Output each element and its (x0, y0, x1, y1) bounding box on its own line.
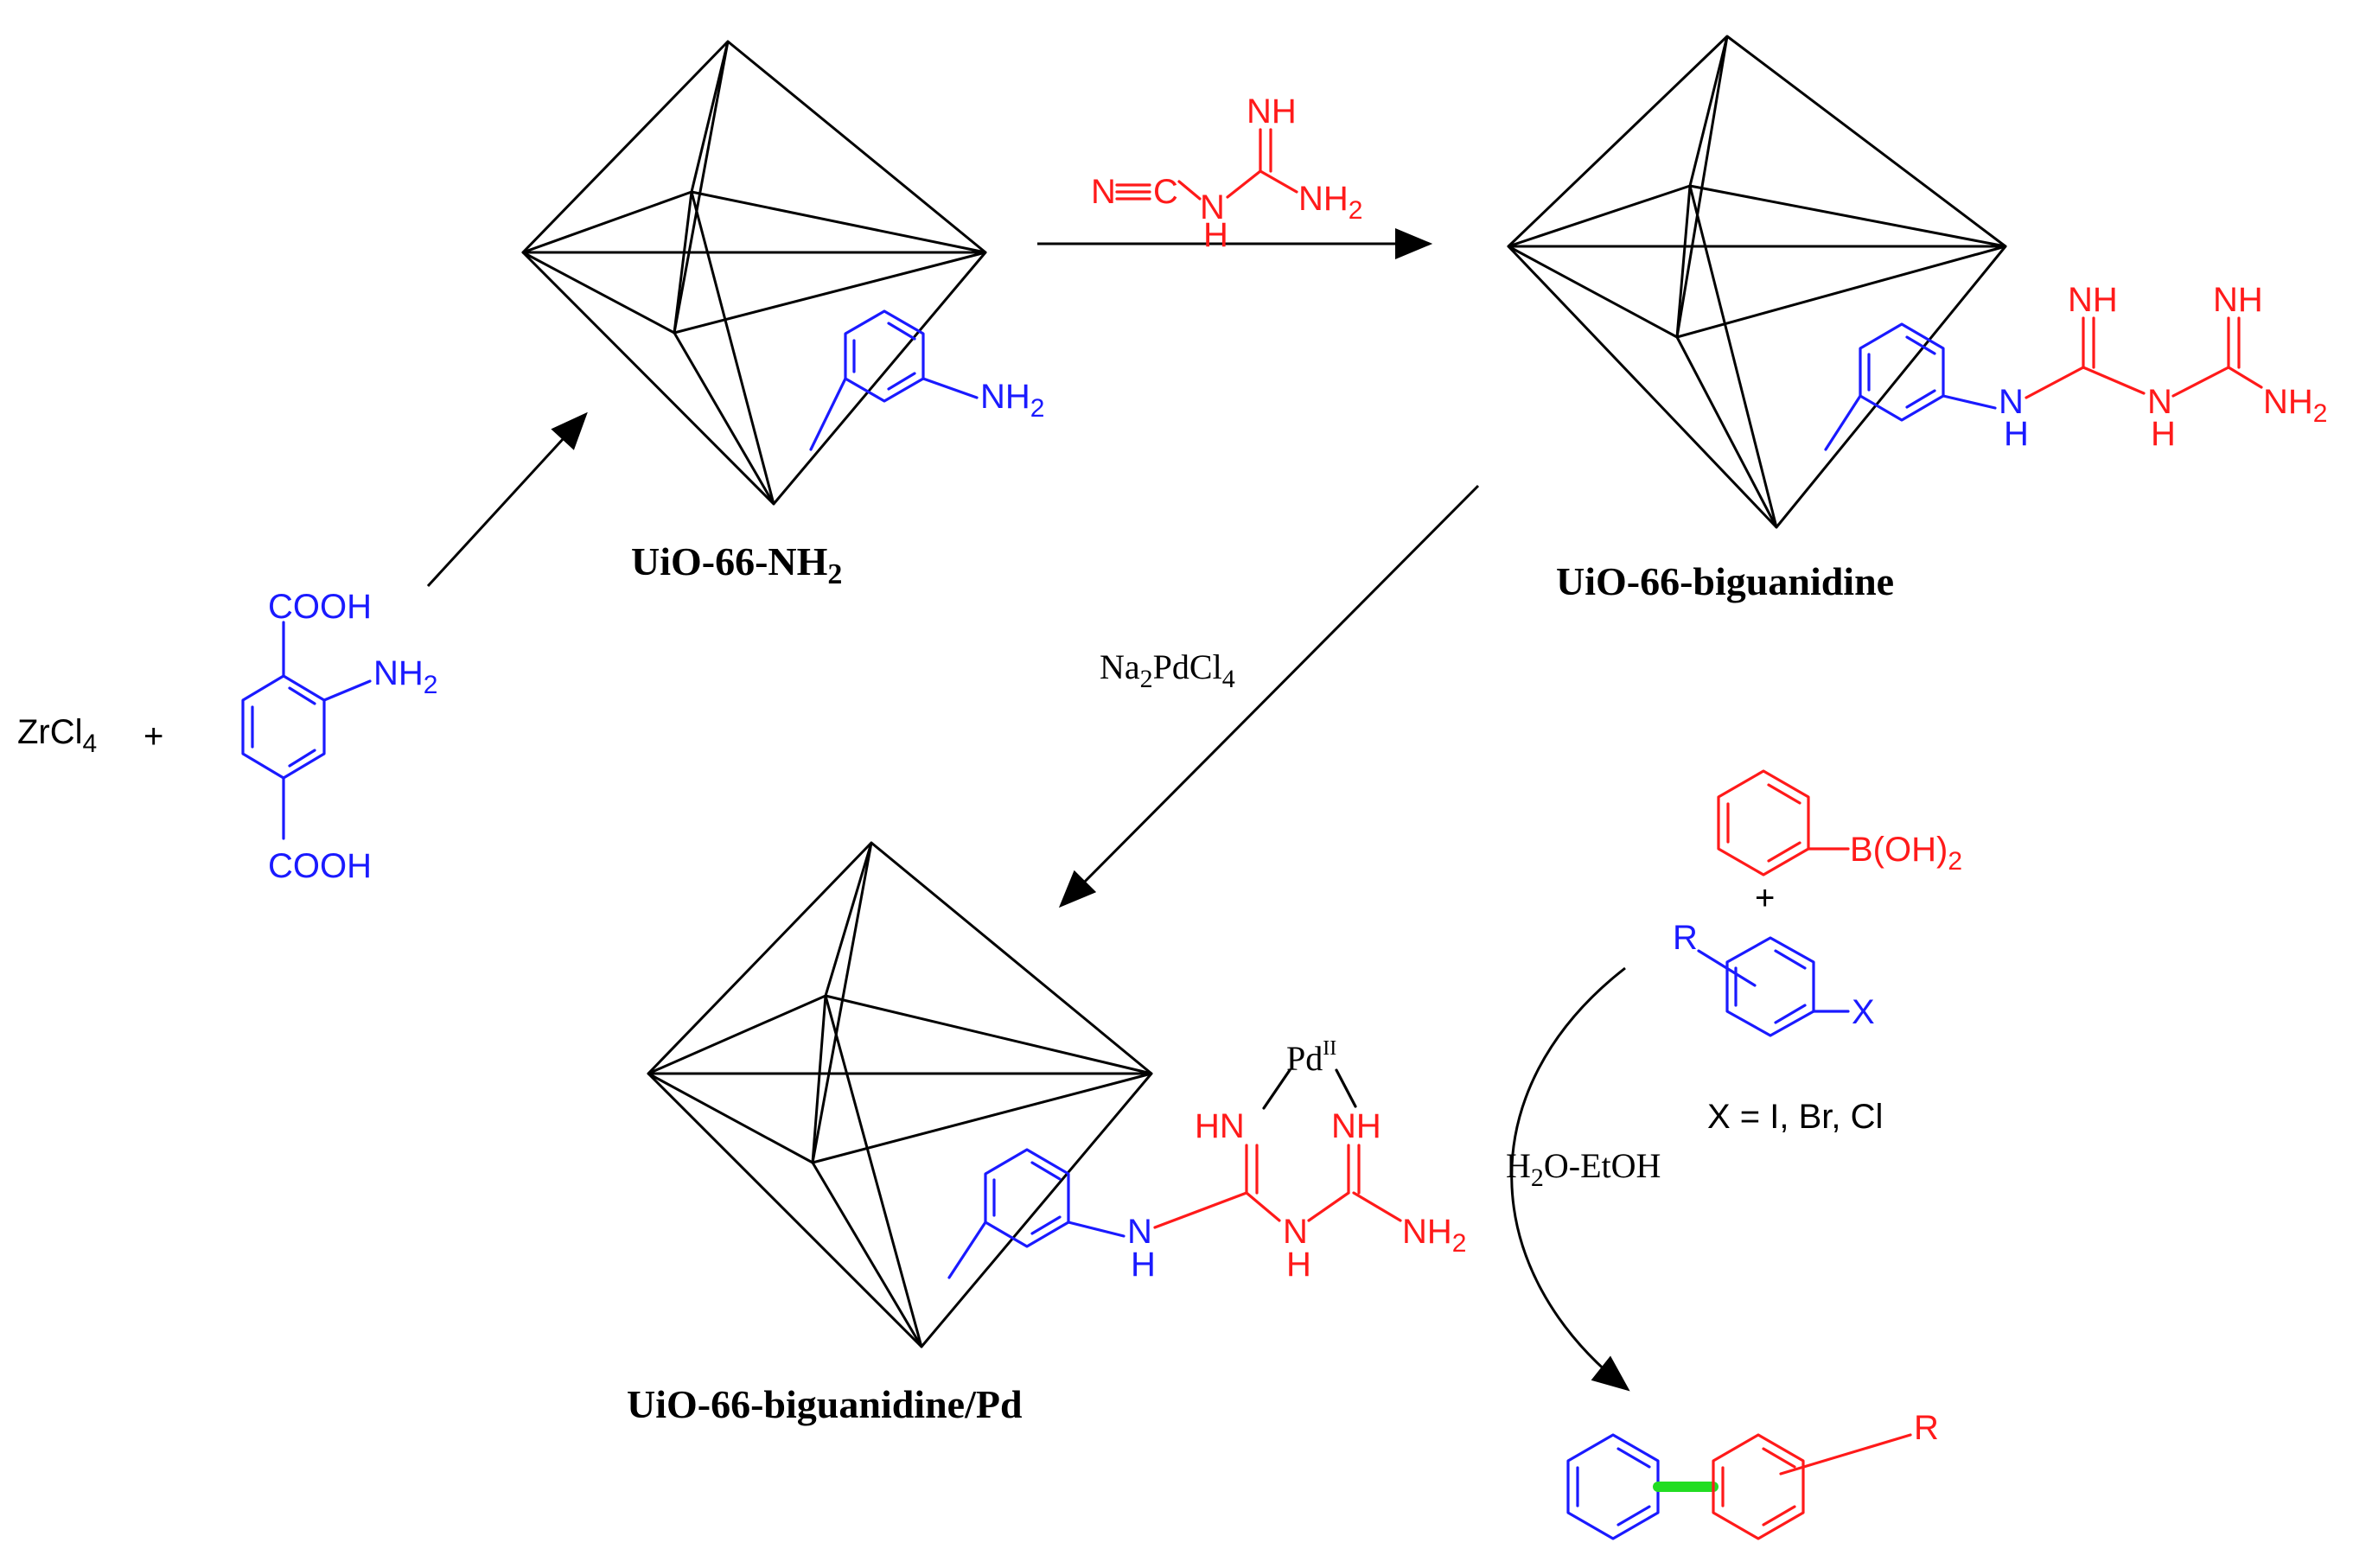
label-na2pdcl4: Na2PdCl4 (1100, 647, 1235, 693)
atom-h-aryl-pd: H (1131, 1246, 1156, 1284)
atom-pd: PdII (1286, 1037, 1336, 1078)
atom-nh-imine-2: NH (2213, 281, 2263, 319)
label-x-definition: X = I, Br, Cl (1707, 1098, 1883, 1136)
atom-n-aryl-pd: N (1127, 1213, 1152, 1251)
biguanidine-group: N H NH N H NH NH2 (1824, 281, 2327, 453)
octahedron-uio66-biguanidine (1507, 35, 2007, 529)
atom-n-aryl: N (1999, 383, 2024, 421)
atom-nh-imine: NH (1247, 92, 1297, 131)
label-uio66-biguanidine: UiO-66-biguanidine (1556, 559, 1894, 603)
atom-cooh-top: COOH (268, 588, 372, 626)
atom-nh-coord-2: NH (1331, 1107, 1381, 1145)
atom-hn-coord-1: HN (1195, 1107, 1245, 1145)
octahedron-uio66-nh2 (521, 40, 987, 506)
label-zrcl4: ZrCl4 (17, 713, 97, 758)
arrow-synthesis (426, 411, 588, 588)
atom-boh2: B(OH) (1850, 831, 1948, 869)
atom-n-bridge-pd: N (1283, 1213, 1308, 1251)
atom-n-cyano: N (1091, 173, 1116, 211)
biguanidine-pd-complex: N H HN N H NH NH2 PdII (947, 1037, 1466, 1284)
aminoterephthalic-acid: COOH COOH NH2 (241, 588, 437, 885)
atom-h: H (1203, 216, 1228, 254)
label-solvent: H2O-EtOH (1506, 1146, 1661, 1192)
atom-h-bridge-pd: H (1286, 1246, 1311, 1284)
svg-text:NH2: NH2 (980, 378, 1044, 423)
atom-r-product: R (1914, 1409, 1939, 1447)
atom-h-aryl: H (2004, 415, 2029, 453)
atom-x: X (1852, 993, 1875, 1031)
plus-sign: + (143, 717, 163, 755)
label-uio66-biguanidine-pd: UiO-66-biguanidine/Pd (627, 1382, 1023, 1426)
phenylboronic-acid: B(OH)2 (1717, 769, 1962, 876)
atom-r-halide: R (1673, 919, 1698, 957)
atom-h-bridge: H (2151, 415, 2176, 453)
biphenyl-product: R (1566, 1409, 1939, 1540)
octahedron-uio66-biguanidine-pd (647, 841, 1153, 1348)
atom-c: C (1153, 173, 1178, 211)
aryl-halide: R X (1673, 919, 1875, 1037)
atom-n-bridge: N (2147, 383, 2172, 421)
svg-text:B(OH)2: B(OH)2 (1850, 831, 1962, 876)
atom-nh2: NH (980, 378, 1030, 416)
aminophenyl-group: NH2 (809, 309, 1044, 451)
svg-text:NH2: NH2 (373, 654, 437, 699)
svg-text:NH2: NH2 (1298, 180, 1362, 225)
atom-n: N (1200, 188, 1225, 226)
atom-nh2-linker: NH (373, 654, 424, 692)
atom-nh2-terminal-pd: NH (1402, 1213, 1452, 1251)
plus-sign-suzuki: + (1755, 879, 1775, 917)
label-uio66-nh2: UiO-66-NH2 (631, 539, 842, 590)
atom-cooh-bottom: COOH (268, 847, 372, 885)
cyanoguanidine-reagent: N C N H NH NH2 (1091, 92, 1362, 254)
atom-nh2-guan: NH (1298, 180, 1349, 218)
atom-nh-imine-1: NH (2068, 281, 2118, 319)
arrow-pd-loading (1058, 484, 1480, 908)
svg-text:NH2: NH2 (1402, 1213, 1466, 1258)
atom-nh2-terminal: NH (2263, 383, 2313, 421)
svg-text:NH2: NH2 (2263, 383, 2327, 428)
arrow-suzuki-coupling (1510, 966, 1630, 1392)
